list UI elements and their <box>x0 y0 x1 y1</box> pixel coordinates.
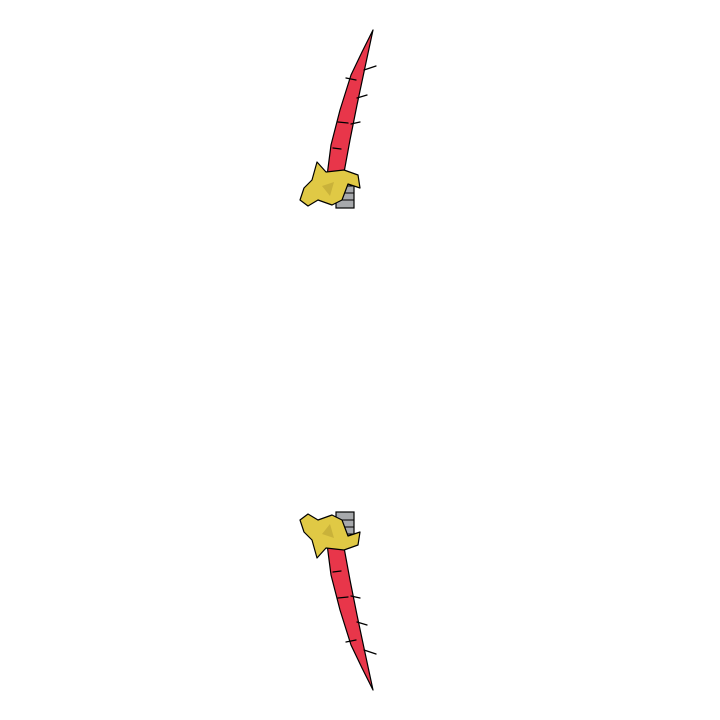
blade <box>326 541 374 691</box>
blade-group <box>326 541 377 691</box>
frame-inverted <box>0 360 720 720</box>
blade-notches <box>332 570 377 655</box>
blade <box>326 29 374 179</box>
guard <box>299 513 361 559</box>
frame-upright <box>299 29 377 209</box>
guard <box>299 161 361 207</box>
blade-group <box>326 29 377 179</box>
guard-shading <box>322 524 334 538</box>
blade-notches <box>332 65 377 150</box>
sword-upright <box>299 29 377 209</box>
guard-shading <box>322 182 334 196</box>
sword-inverted <box>299 511 377 691</box>
